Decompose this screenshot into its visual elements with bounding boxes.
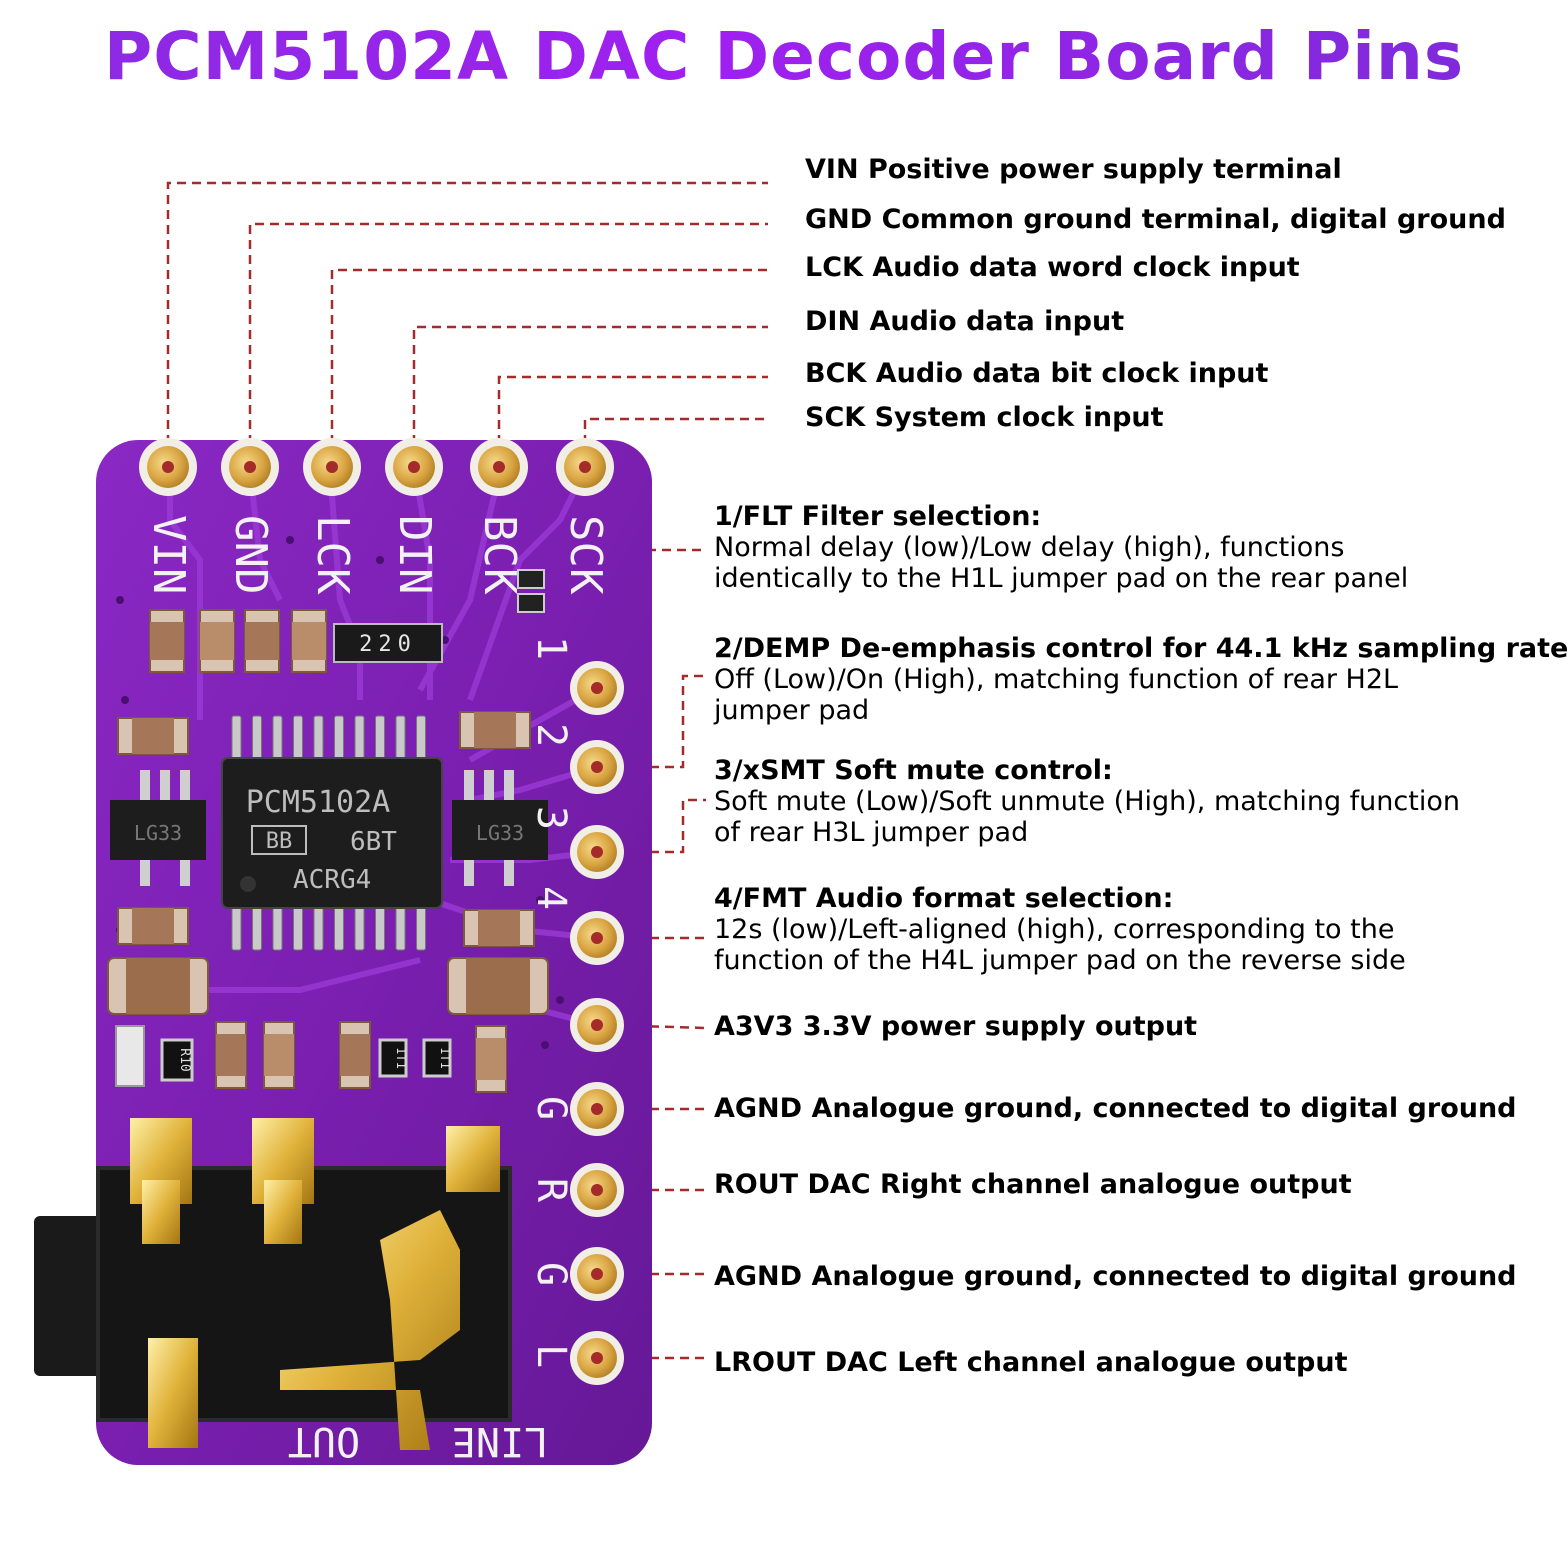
silkscreen-side-labels: 1 2 3 4G R G L xyxy=(528,636,574,1368)
page-title: PCM5102A DAC Decoder Board Pins xyxy=(0,18,1568,95)
pin-heading: ROUT DAC Right channel analogue output xyxy=(714,1169,1352,1200)
small-resistor-label: 1T1 xyxy=(438,1047,452,1069)
side-pad-3 xyxy=(570,825,624,879)
pin-heading: AGND Analogue ground, connected to digit… xyxy=(714,1093,1517,1124)
pin-heading: LROUT DAC Left channel analogue output xyxy=(714,1347,1348,1378)
smd-capacitors xyxy=(107,609,549,1093)
small-resistors: R10 1T1 1T1 xyxy=(160,569,545,1082)
pin-detail: of rear H3L jumper pad xyxy=(714,816,1029,848)
leader-line xyxy=(412,325,768,459)
pin-description: VIN Positive power supply terminal xyxy=(805,154,1342,185)
silk-label: DIN xyxy=(389,515,440,594)
silk-side-label: G xyxy=(528,1096,574,1120)
silk-side-label: 4 xyxy=(528,886,574,910)
pin-label-din: DIN Audio data input xyxy=(805,306,1125,338)
dac-chip: PCM5102A BB 6BT ACRG4 xyxy=(221,757,443,909)
silk-side-label: 3 xyxy=(528,806,574,830)
silk-label: BCK xyxy=(474,515,525,595)
silk-side-label: 2 xyxy=(528,723,574,747)
pin-heading: A3V3 3.3V power supply output xyxy=(714,1011,1198,1042)
chip-pins xyxy=(231,715,426,951)
pin-detail: function of the H4L jumper pad on the re… xyxy=(714,944,1406,976)
chip-logo: BB xyxy=(266,829,293,854)
pin-description: SCK System clock input xyxy=(805,402,1164,433)
pin-heading: 4/FMT Audio format selection: xyxy=(714,883,1174,914)
side-pin-label-5: A3V3 3.3V power supply output xyxy=(714,1011,1198,1043)
pin-label-bck: BCK Audio data bit clock input xyxy=(805,358,1269,390)
pin-label-sck: SCK System clock input xyxy=(805,402,1164,434)
pin-detail: jumper pad xyxy=(714,694,870,726)
pin-detail: 12s (low)/Left-aligned (high), correspon… xyxy=(714,913,1395,945)
pin-description: GND Common ground terminal, digital grou… xyxy=(805,204,1506,235)
resistor-array: 220 xyxy=(333,623,443,663)
side-pad-5 xyxy=(570,998,624,1052)
leader-line xyxy=(166,181,768,459)
silkscreen-line: LINE xyxy=(452,1418,548,1464)
side-pad-7 xyxy=(570,1163,624,1217)
silkscreen-top-labels: VIN GND LCK DIN BCK SCK xyxy=(143,515,611,595)
side-pad-6 xyxy=(570,1082,624,1136)
side-pin-label-9: LROUT DAC Left channel analogue output xyxy=(714,1347,1348,1379)
silk-label: SCK xyxy=(560,515,611,595)
pin-pad-bck xyxy=(470,438,528,496)
side-pin-label-1: 1/FLT Filter selection:Normal delay (low… xyxy=(714,501,1409,594)
side-pin-label-3: 3/xSMT Soft mute control:Soft mute (Low)… xyxy=(714,755,1460,848)
pin-pad-sck xyxy=(556,438,614,496)
pin-pad-gnd xyxy=(221,438,279,496)
side-pin-label-7: ROUT DAC Right channel analogue output xyxy=(714,1169,1352,1201)
regulators: LG33 LG33 xyxy=(110,770,548,886)
regulator-label-left: LG33 xyxy=(134,821,182,845)
pin-pad-lck xyxy=(303,438,361,496)
pin-label-vin: VIN Positive power supply terminal xyxy=(805,154,1342,186)
audio-jack xyxy=(34,1118,512,1450)
chip-label-line3: ACRG4 xyxy=(293,865,371,895)
silk-label: GND xyxy=(225,515,276,594)
side-pin-label-8: AGND Analogue ground, connected to digit… xyxy=(714,1261,1517,1293)
side-pin-label-2: 2/DEMP De-emphasis control for 44.1 kHz … xyxy=(714,633,1568,726)
silk-side-label: L xyxy=(528,1344,574,1368)
silk-label: LCK xyxy=(307,515,358,595)
silk-label: VIN xyxy=(143,515,194,594)
side-pin-label-4: 4/FMT Audio format selection:12s (low)/L… xyxy=(714,883,1406,976)
pin-description: LCK Audio data word clock input xyxy=(805,252,1300,283)
side-pad-9 xyxy=(570,1331,624,1385)
pin-pad-vin xyxy=(139,438,197,496)
leader-line xyxy=(497,375,768,459)
regulator-label-right: LG33 xyxy=(476,821,524,845)
pin-detail: Off (Low)/On (High), matching function o… xyxy=(714,663,1399,695)
pin-description: BCK Audio data bit clock input xyxy=(805,358,1269,389)
side-pad-2 xyxy=(570,740,624,794)
pin-label-gnd: GND Common ground terminal, digital grou… xyxy=(805,204,1506,236)
chip-label-line2: 6BT xyxy=(350,827,397,857)
side-pin-label-6: AGND Analogue ground, connected to digit… xyxy=(714,1093,1517,1125)
pin-heading: 3/xSMT Soft mute control: xyxy=(714,755,1113,786)
pin-pad-din xyxy=(385,438,443,496)
pin-detail: Soft mute (Low)/Soft unmute (High), matc… xyxy=(714,785,1460,817)
silk-side-label: 1 xyxy=(528,636,574,660)
resistor-array-label: 220 xyxy=(359,632,417,657)
chip-label-line1: PCM5102A xyxy=(246,785,391,820)
pin-heading: 1/FLT Filter selection: xyxy=(714,501,1042,532)
side-pad-1 xyxy=(570,661,624,715)
leader-line xyxy=(248,222,768,459)
side-pad-4 xyxy=(570,911,624,965)
pin-detail: Normal delay (low)/Low delay (high), fun… xyxy=(714,531,1345,563)
side-header-pads xyxy=(570,661,624,1385)
top-header-pads xyxy=(139,438,614,496)
small-resistor-label: 1T1 xyxy=(394,1047,408,1069)
silk-side-label: G xyxy=(528,1262,574,1286)
silk-side-label: R xyxy=(528,1178,574,1203)
pin-detail: identically to the H1L jumper pad on the… xyxy=(714,562,1409,594)
side-pad-8 xyxy=(570,1247,624,1301)
leader-line xyxy=(330,268,768,459)
small-resistor-label: R10 xyxy=(177,1048,192,1071)
pin-label-lck: LCK Audio data word clock input xyxy=(805,252,1300,284)
pin-heading: 2/DEMP De-emphasis control for 44.1 kHz … xyxy=(714,633,1568,664)
silkscreen-out: OUT xyxy=(288,1418,360,1464)
leader-line xyxy=(595,548,706,680)
pin-heading: AGND Analogue ground, connected to digit… xyxy=(714,1261,1517,1292)
pin-description: DIN Audio data input xyxy=(805,306,1125,337)
